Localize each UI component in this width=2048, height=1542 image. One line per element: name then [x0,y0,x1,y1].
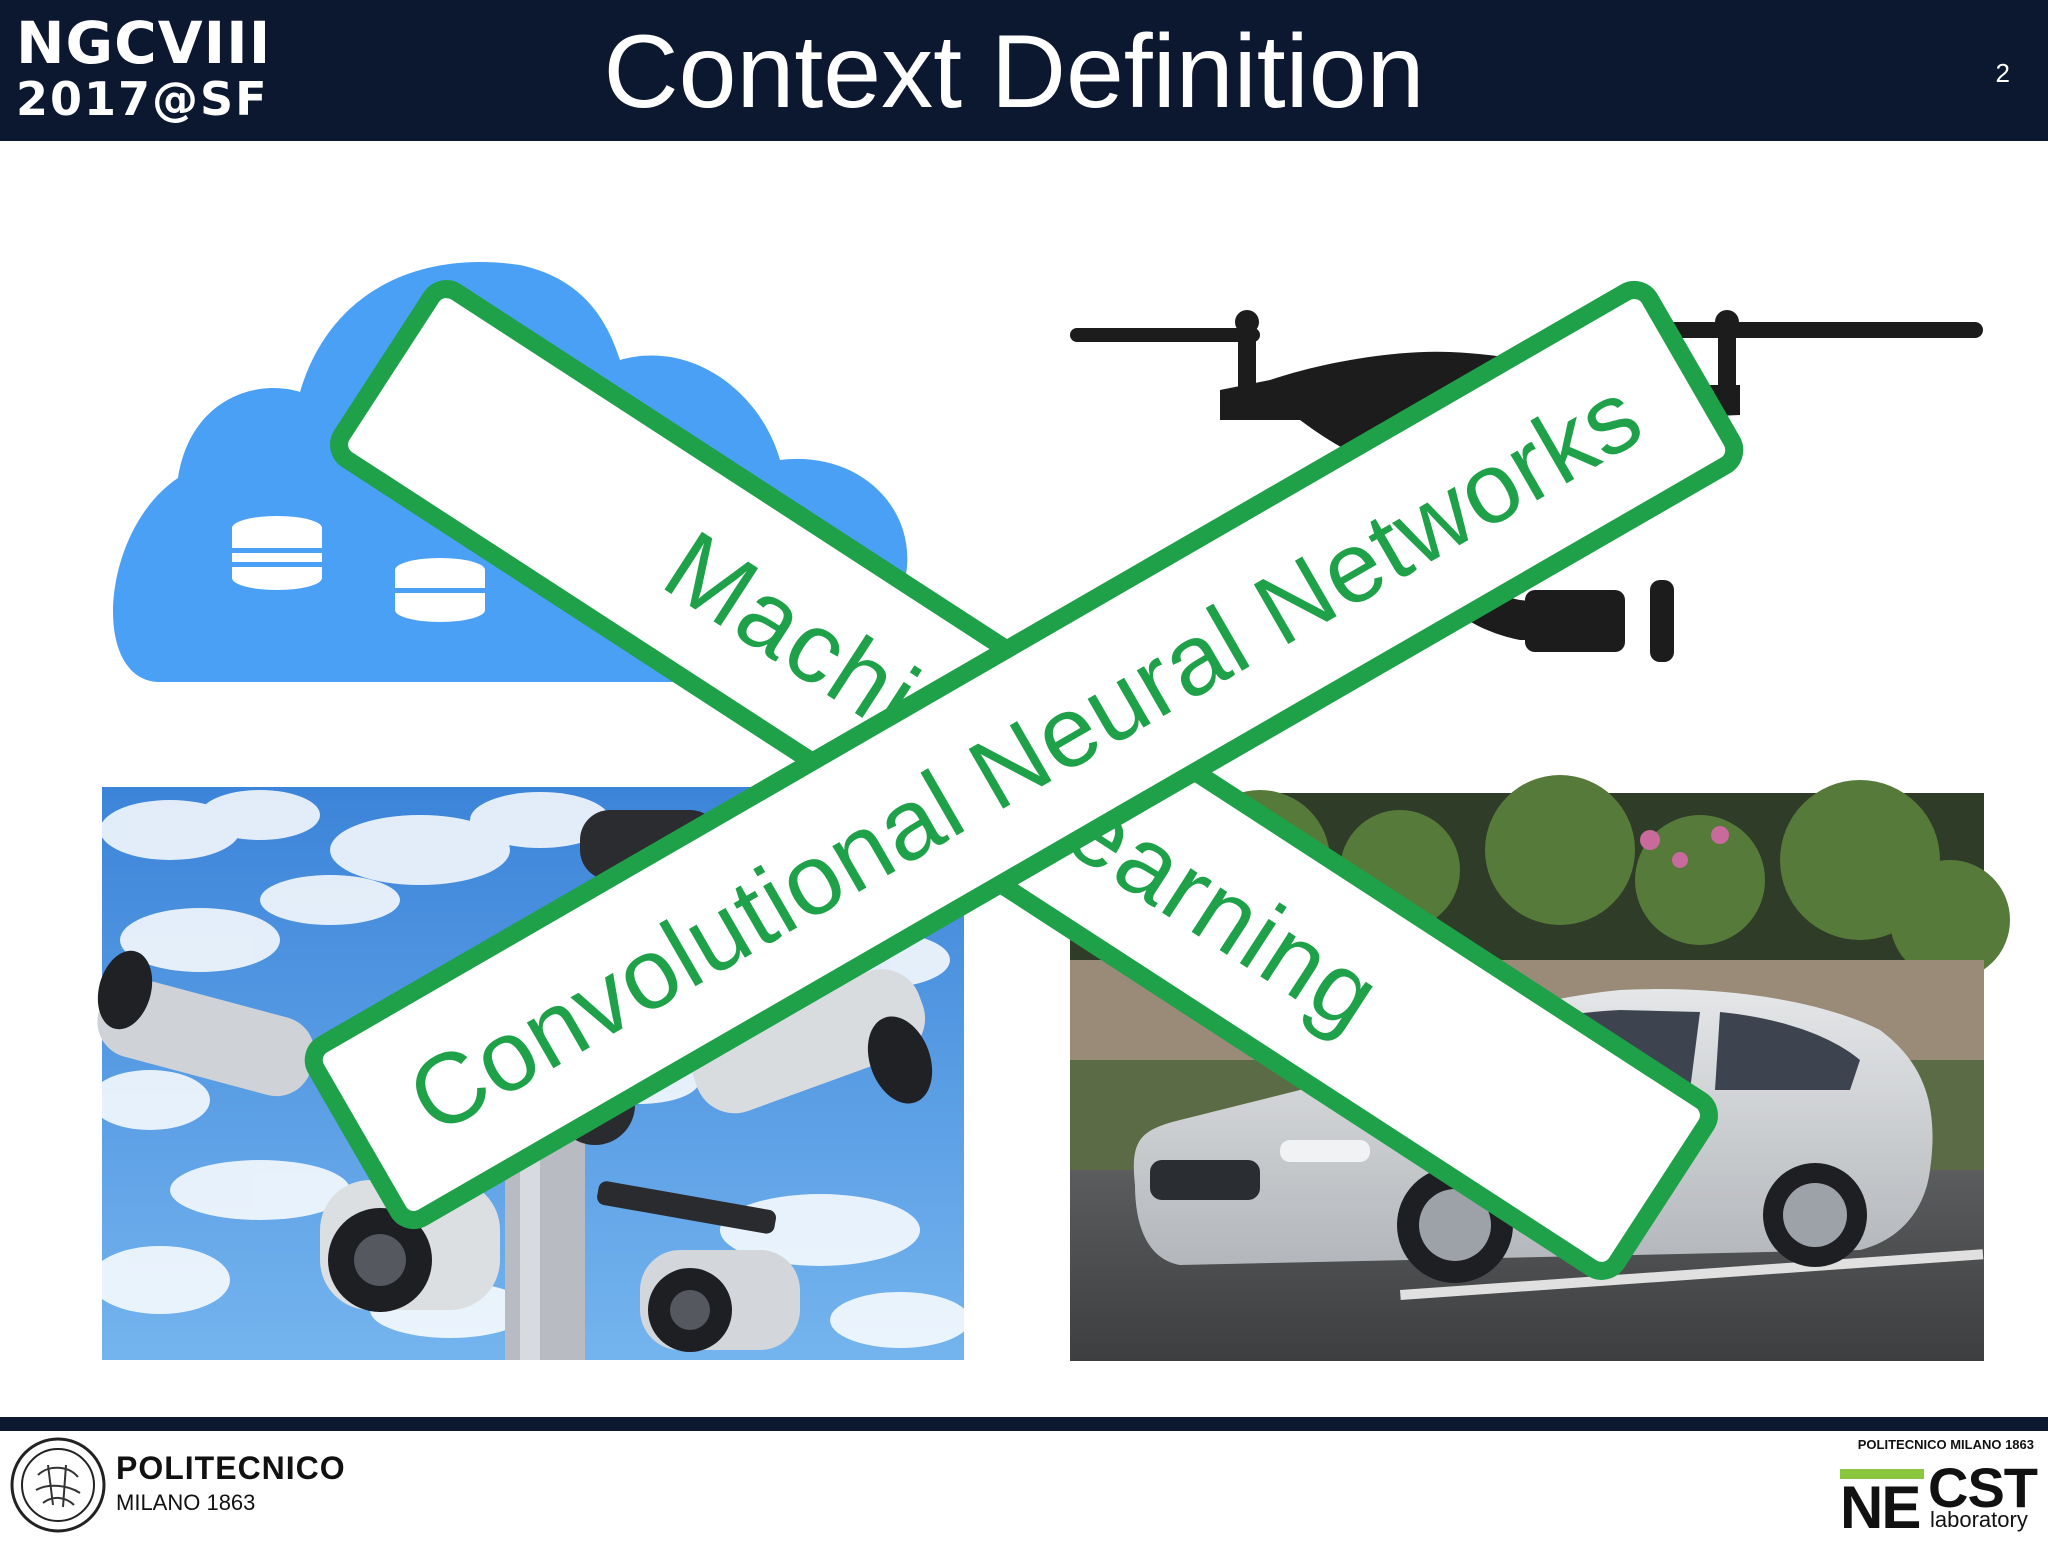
necst-logo: NE CST laboratory [1840,1455,2040,1541]
polimi-name: POLITECNICO [116,1450,346,1486]
ngc-logo: NGCVIII 2017@SF [16,14,271,122]
necst-accent-bar [1840,1469,1924,1479]
necst-cst-text: CST [1928,1456,2038,1519]
slide-header: NGCVIII 2017@SF Context Definition 2 [0,0,2048,141]
necst-caption: POLITECNICO MILANO 1863 [1857,1437,2034,1452]
polimi-seal-icon [10,1437,106,1533]
logo-line2: 2017@SF [16,72,269,126]
polimi-subtitle: MILANO 1863 [116,1490,256,1515]
slide-artwork: Machine Learning Convolutional Neural Ne… [97,261,2010,1361]
camera-body [97,810,933,1352]
page-number: 2 [1995,58,2010,88]
footer-divider [0,1417,2048,1431]
necst-ne-text: NE [1840,1474,1921,1541]
page-title: Context Definition [603,14,1425,130]
necst-lab-text: laboratory [1930,1507,2028,1532]
logo-line1: NGCVIII [16,9,272,77]
